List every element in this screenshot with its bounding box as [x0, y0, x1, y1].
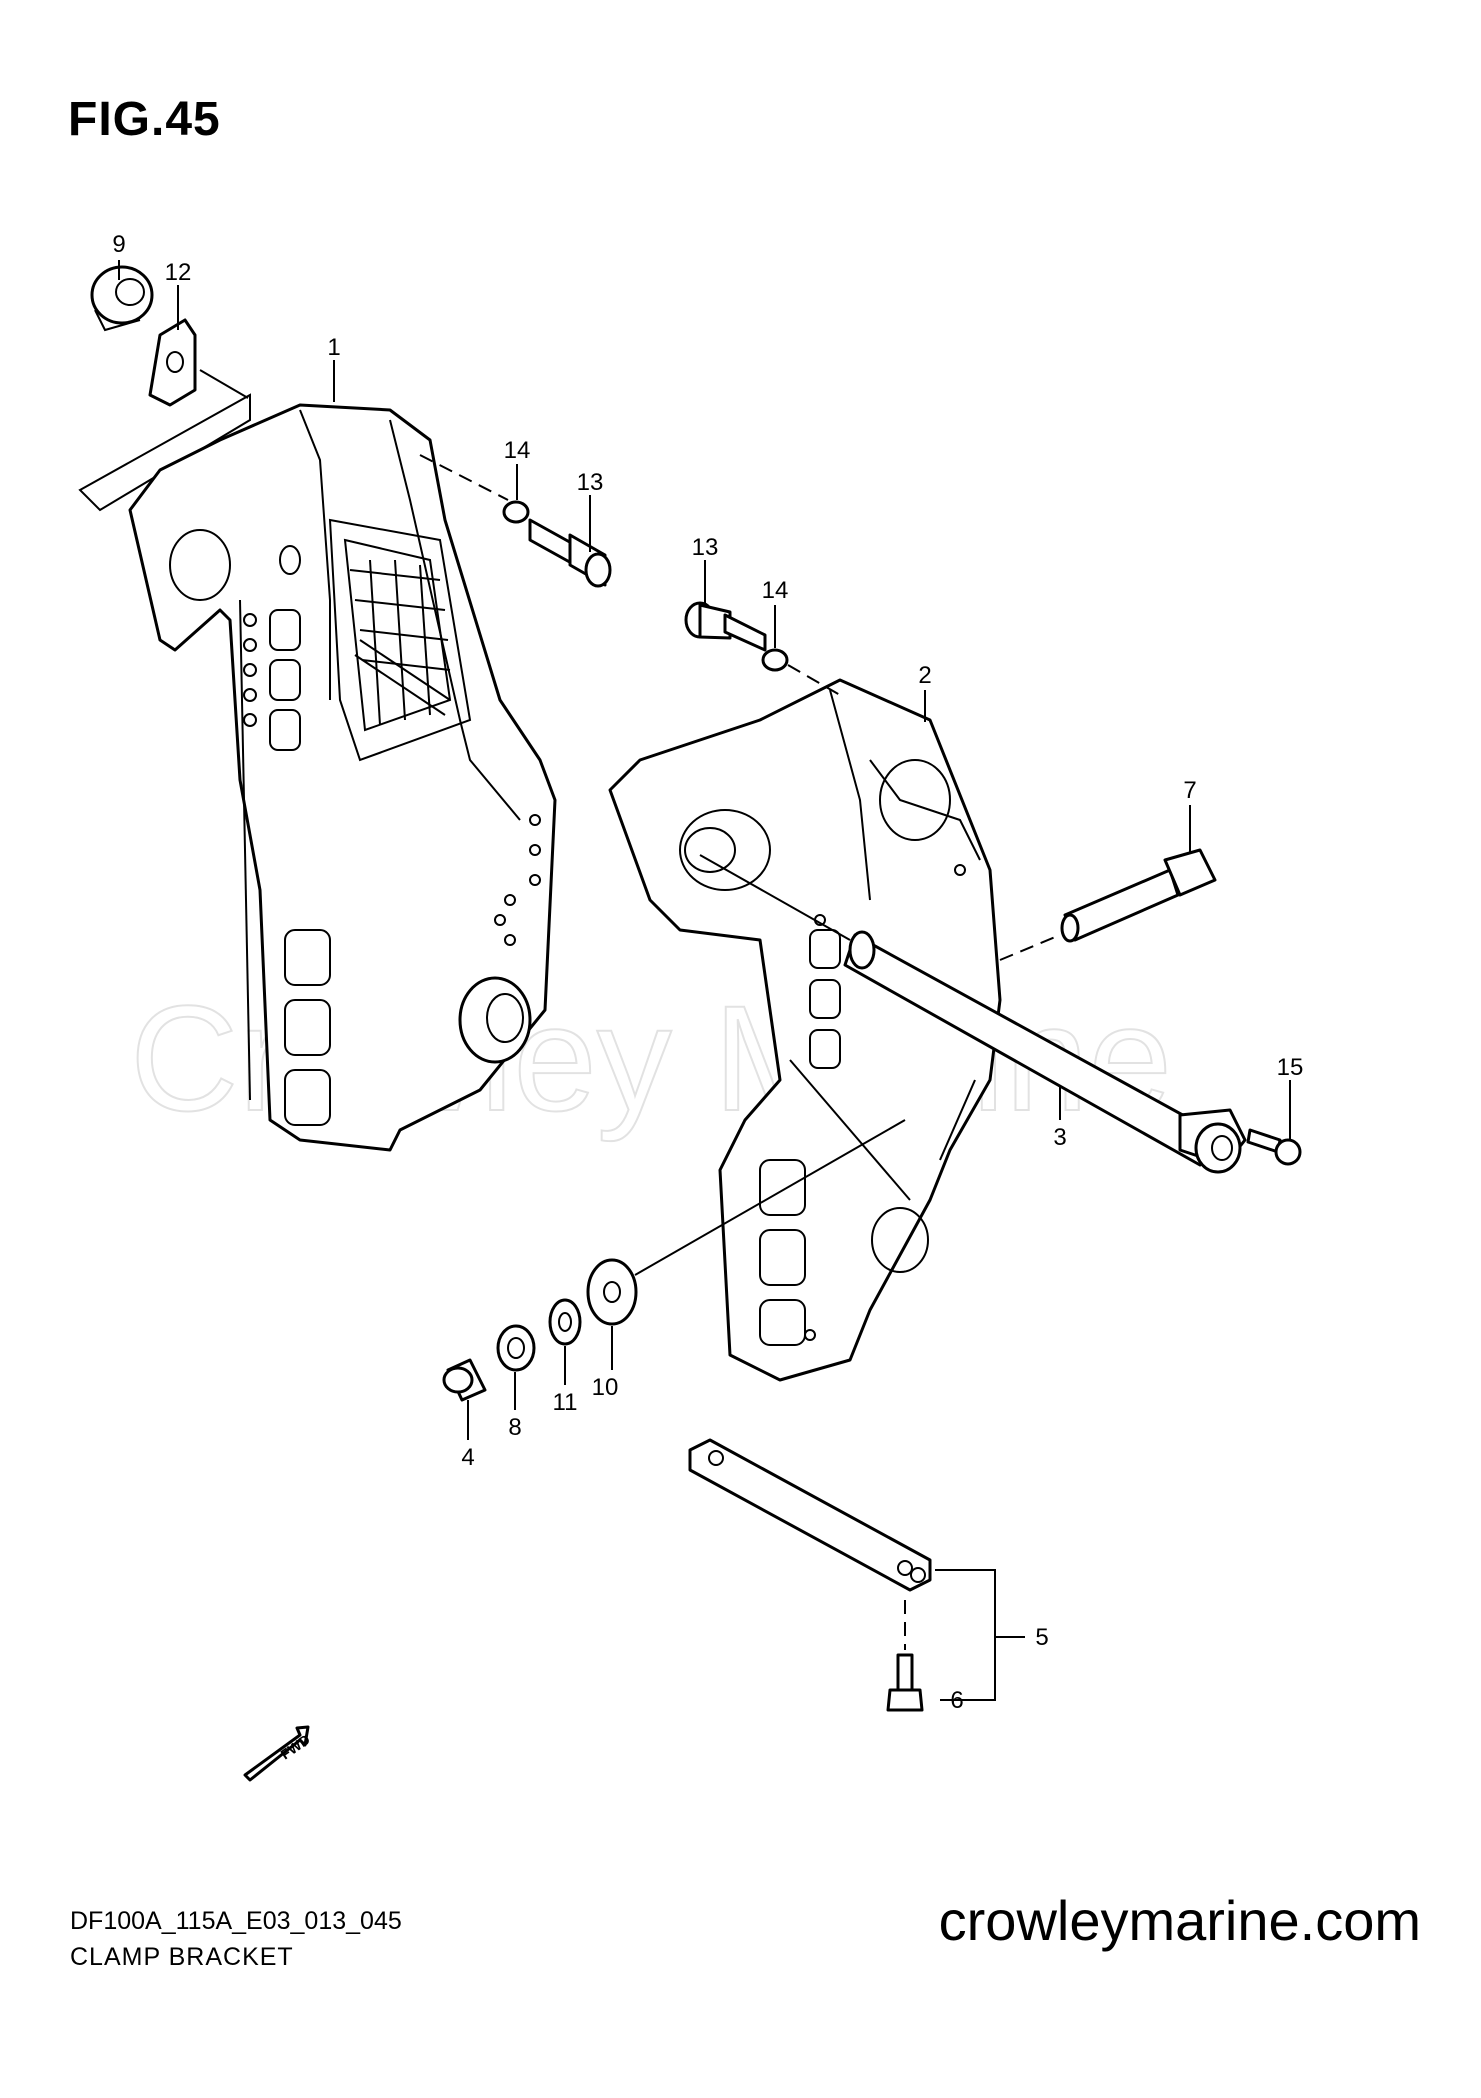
part-14-washer-right [761, 648, 789, 672]
clamp-bracket-right [608, 678, 1002, 1382]
callout-13-right: 13 [692, 534, 719, 561]
callout-14-right: 14 [762, 577, 789, 604]
part-6-screw [886, 1600, 924, 1712]
part-5-plate [688, 1438, 932, 1592]
part-3-tilt-tube [699, 854, 1247, 1174]
callout-13-upper: 13 [577, 469, 604, 496]
part-15-bolt [1246, 1128, 1302, 1166]
callout-6: 6 [950, 1687, 963, 1714]
clamp-bracket-left [78, 393, 557, 1152]
callout-12: 12 [165, 259, 192, 286]
callout-7: 7 [1183, 777, 1196, 804]
part-13-bolt-upper [528, 518, 612, 588]
callout-9: 9 [112, 231, 125, 258]
callout-5: 5 [1035, 1624, 1048, 1651]
diagram-caption: CLAMP BRACKET [70, 1943, 294, 1971]
fwd-arrow-icon: FWD [243, 1725, 313, 1782]
part-4-collar [442, 1358, 487, 1402]
part-11-washer [548, 1298, 582, 1346]
callout-4: 4 [461, 1444, 474, 1471]
callout-3: 3 [1053, 1124, 1066, 1151]
part-7-tilt-bolt [999, 848, 1217, 961]
part-8-nut [496, 1324, 536, 1372]
part-10-washer [586, 1258, 638, 1326]
diagram-code: DF100A_115A_E03_013_045 [70, 1907, 402, 1935]
callout-10: 10 [592, 1374, 619, 1401]
callout-2: 2 [918, 662, 931, 689]
callout-15: 15 [1277, 1054, 1304, 1081]
figure-title: FIG.45 [68, 93, 221, 146]
part-13-bolt-right [684, 601, 767, 652]
callout-1: 1 [327, 334, 340, 361]
callout-11: 11 [553, 1389, 578, 1416]
callout-14-upper: 14 [504, 437, 531, 464]
part-14-washer-upper [502, 500, 530, 524]
part-9-oil-seal [90, 265, 154, 332]
callout-8: 8 [508, 1414, 521, 1441]
part-12-plate [148, 318, 197, 407]
website-label: crowleymarine.com [938, 1889, 1421, 1952]
mesh-pattern [349, 559, 451, 726]
